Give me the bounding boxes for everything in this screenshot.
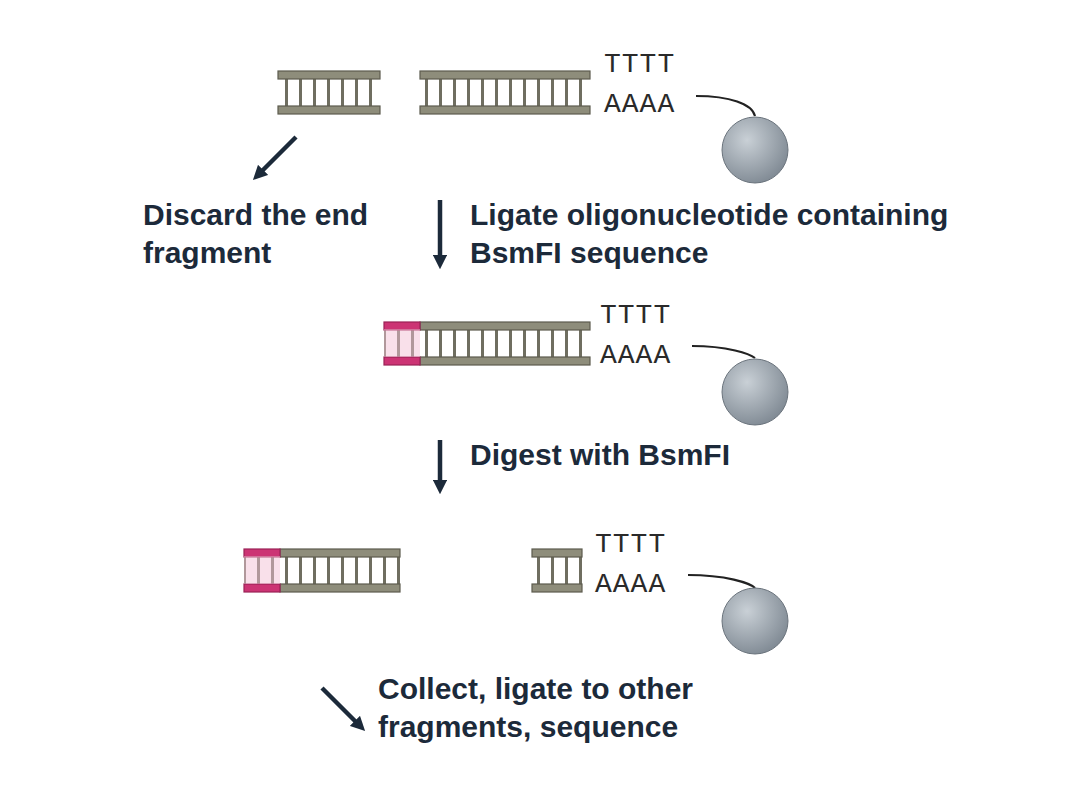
- step-instruction: Collect, ligate to other fragments, sequ…: [378, 670, 798, 746]
- step-instruction: Digest with BsmFI: [470, 436, 970, 474]
- step-instruction: Ligate oligonucleotide containing BsmFI …: [470, 196, 970, 272]
- bound-fragment: [420, 71, 788, 183]
- sequence-strand: TTTT: [595, 530, 666, 560]
- released-tag: [244, 549, 400, 592]
- ligated-fragment: [384, 322, 788, 425]
- sequence-strand: AAAA: [600, 341, 671, 371]
- step-note: Discard the end fragment: [143, 196, 388, 272]
- bead-remnant: [532, 549, 788, 654]
- end-fragment: [278, 71, 380, 114]
- sequence-strand: AAAA: [595, 570, 666, 600]
- sequence-strand: TTTT: [600, 301, 671, 331]
- sequence-strand: AAAA: [604, 90, 675, 120]
- sequence-strand: TTTT: [604, 50, 675, 80]
